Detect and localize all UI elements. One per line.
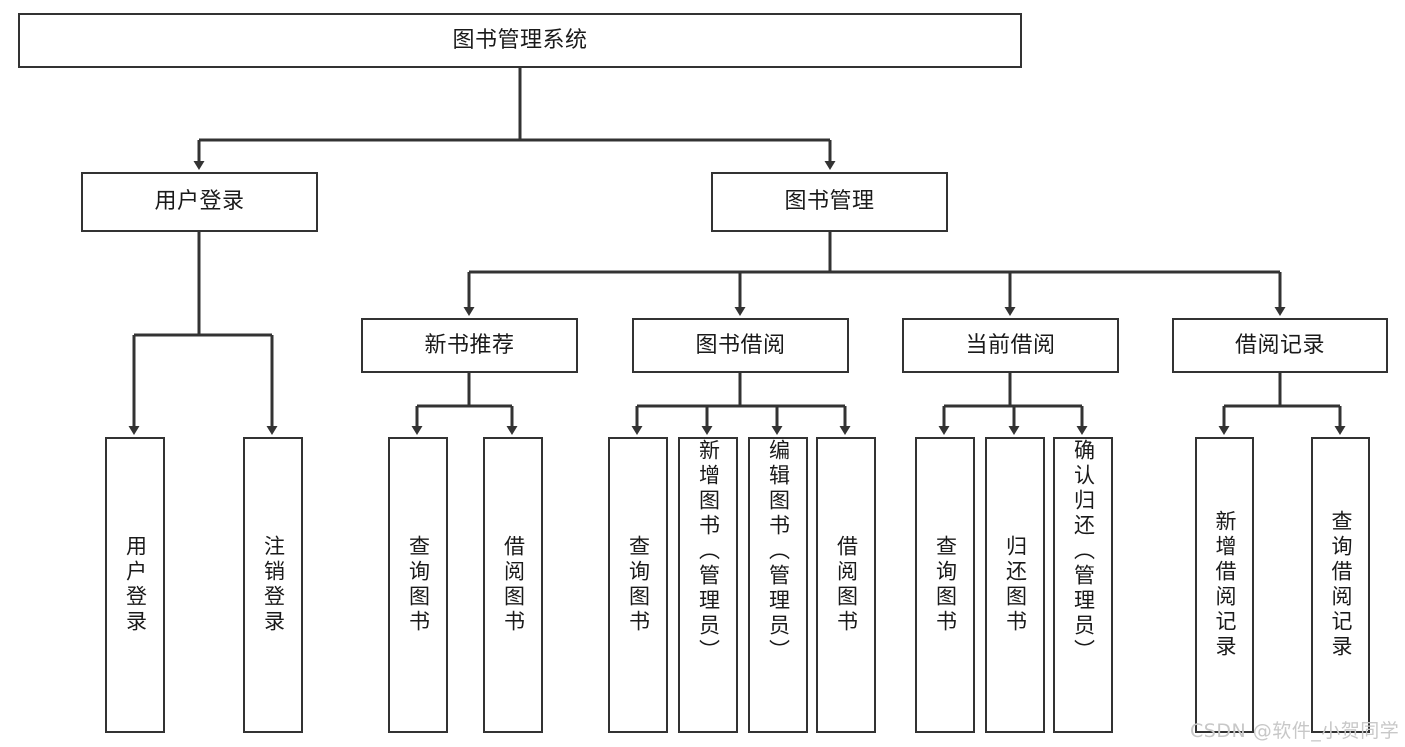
node-leaf-query-book-3[interactable]: 查询图书 <box>915 437 975 733</box>
node-leaf-borrow-book-2-label: 借阅图书 <box>834 535 859 635</box>
node-leaf-add-book[interactable]: 新增图书（管理员） <box>678 437 738 733</box>
node-leaf-edit-book[interactable]: 编辑图书（管理员） <box>748 437 808 733</box>
node-book-borrow-label: 图书借阅 <box>695 332 786 358</box>
node-borrow-record-label: 借阅记录 <box>1234 332 1325 358</box>
node-leaf-query-book-2[interactable]: 查询图书 <box>608 437 668 733</box>
node-leaf-user-login[interactable]: 用户登录 <box>105 437 165 733</box>
node-leaf-user-logout[interactable]: 注销登录 <box>243 437 303 733</box>
node-root[interactable]: 图书管理系统 <box>18 13 1022 68</box>
node-leaf-return-book-label: 归还图书 <box>1003 535 1028 635</box>
node-current-borrow-label: 当前借阅 <box>965 332 1056 358</box>
node-leaf-query-record[interactable]: 查询借阅记录 <box>1311 437 1370 733</box>
node-root-label: 图书管理系统 <box>452 27 588 53</box>
node-leaf-add-book-label: 新增图书（管理员） <box>696 439 721 664</box>
node-leaf-query-book-1[interactable]: 查询图书 <box>388 437 448 733</box>
node-book-manage[interactable]: 图书管理 <box>711 172 948 232</box>
node-current-borrow[interactable]: 当前借阅 <box>902 318 1119 373</box>
node-leaf-borrow-book-2[interactable]: 借阅图书 <box>816 437 876 733</box>
node-leaf-query-book-3-label: 查询图书 <box>933 535 958 635</box>
node-leaf-confirm-return-label: 确认归还（管理员） <box>1071 439 1096 664</box>
node-leaf-borrow-book-1-label: 借阅图书 <box>501 535 526 635</box>
node-leaf-confirm-return[interactable]: 确认归还（管理员） <box>1053 437 1113 733</box>
node-user-login[interactable]: 用户登录 <box>81 172 318 232</box>
node-new-book-rec-label: 新书推荐 <box>424 332 515 358</box>
node-leaf-user-logout-label: 注销登录 <box>261 535 286 635</box>
node-book-manage-label: 图书管理 <box>784 189 875 215</box>
node-leaf-query-book-1-label: 查询图书 <box>406 535 431 635</box>
node-leaf-return-book[interactable]: 归还图书 <box>985 437 1045 733</box>
node-leaf-borrow-book-1[interactable]: 借阅图书 <box>483 437 543 733</box>
node-leaf-add-record[interactable]: 新增借阅记录 <box>1195 437 1254 733</box>
node-leaf-query-book-2-label: 查询图书 <box>626 535 651 635</box>
node-leaf-query-record-label: 查询借阅记录 <box>1329 510 1353 660</box>
node-book-borrow[interactable]: 图书借阅 <box>632 318 849 373</box>
node-borrow-record[interactable]: 借阅记录 <box>1172 318 1388 373</box>
node-leaf-add-record-label: 新增借阅记录 <box>1213 510 1237 660</box>
node-leaf-edit-book-label: 编辑图书（管理员） <box>766 439 791 664</box>
node-leaf-user-login-label: 用户登录 <box>123 535 148 635</box>
node-user-login-label: 用户登录 <box>154 189 245 215</box>
node-new-book-rec[interactable]: 新书推荐 <box>361 318 578 373</box>
